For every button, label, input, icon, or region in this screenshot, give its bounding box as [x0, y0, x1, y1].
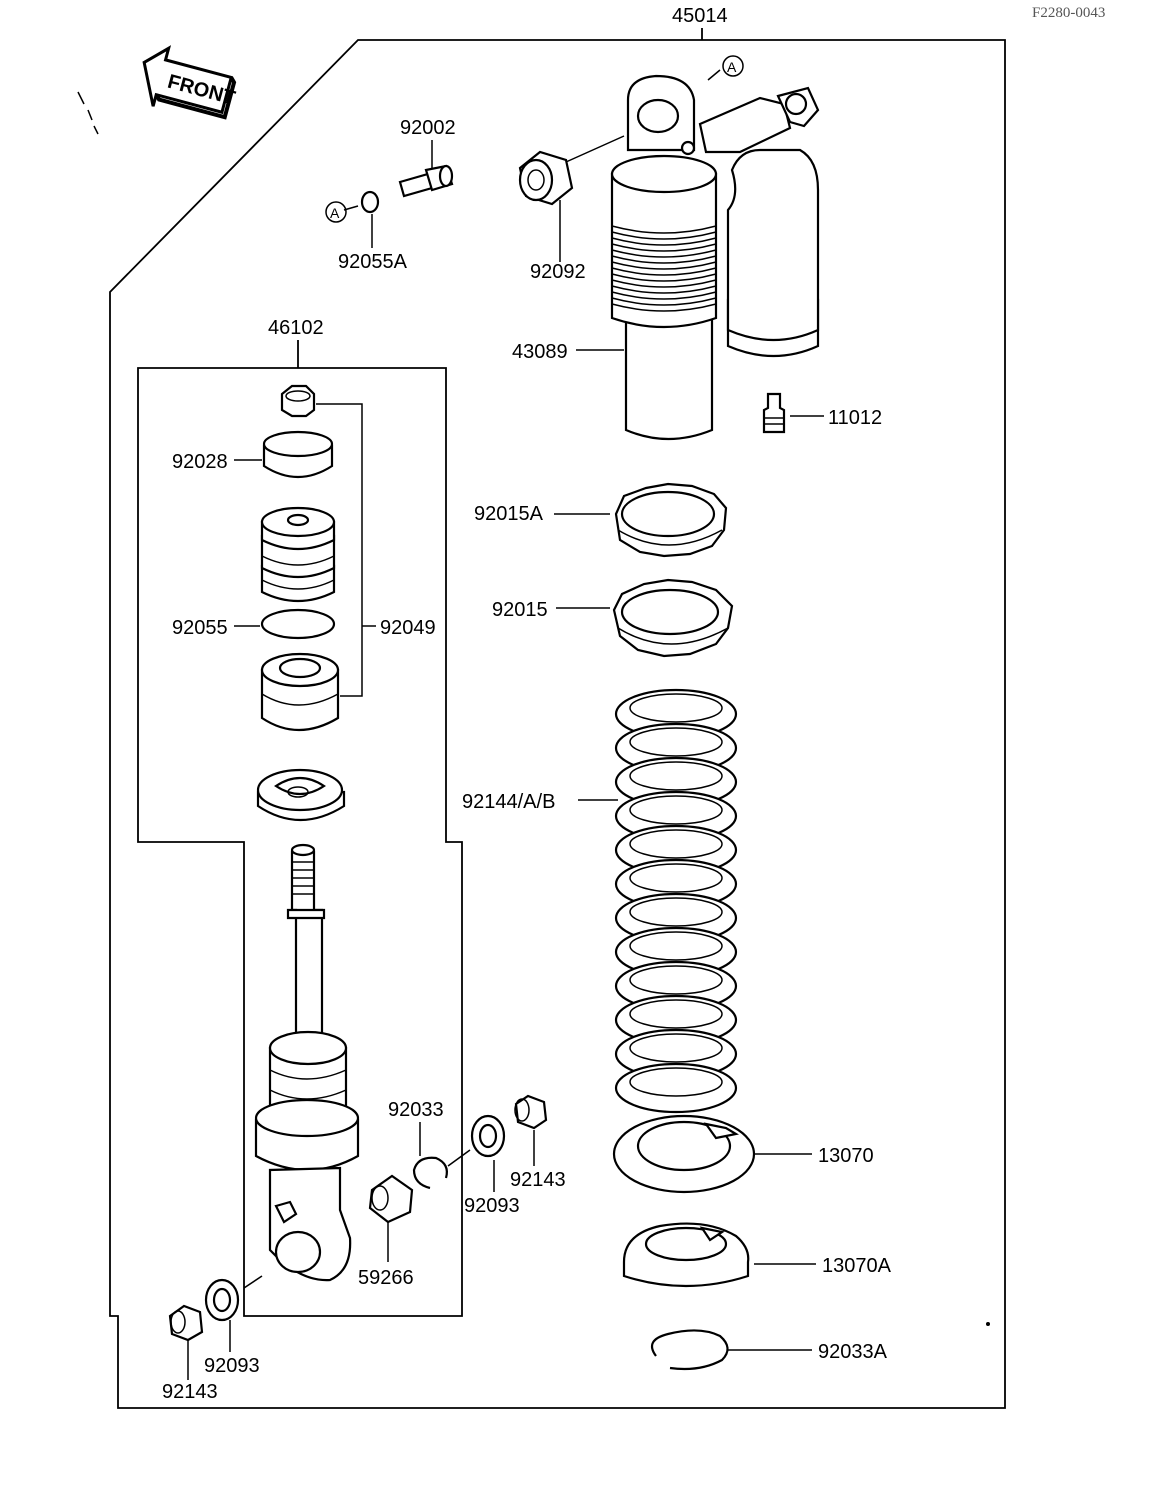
label-11012: 11012: [828, 407, 882, 429]
label-92033: 92033: [388, 1099, 444, 1121]
damper-body: [254, 1030, 360, 1282]
label-92028: 92028: [172, 451, 228, 473]
scan-marks: [77, 91, 99, 135]
label-92033A: 92033A: [818, 1341, 888, 1363]
callout-a-left: A: [330, 205, 340, 221]
valve-11012: [762, 392, 786, 434]
assembly-45014-border: [109, 39, 1006, 1409]
label-92093-right: 92093: [464, 1195, 520, 1217]
callout-a-circle-top: [722, 55, 744, 77]
oring-92055: [260, 608, 336, 640]
nut-92015A: [614, 482, 728, 558]
callout-a-circle-left: [325, 201, 347, 223]
spring-coil-inner: [629, 693, 723, 723]
nut-92015: [612, 578, 734, 658]
ring-92028: [262, 430, 334, 478]
front-direction-arrow: FRONT: [142, 45, 237, 120]
spring-coil-inner: [629, 727, 723, 757]
reference-code: F2280-0043: [1032, 5, 1105, 21]
circlip-92033A: [650, 1329, 729, 1371]
label-13070: 13070: [818, 1145, 874, 1167]
bushing-92092: [518, 150, 574, 206]
assembly-46102-border: [137, 367, 463, 1317]
spring-coil-inner: [629, 795, 723, 825]
label-92002: 92002: [400, 117, 456, 139]
spring-coil-inner: [629, 999, 723, 1029]
spring-coil-inner: [629, 1033, 723, 1063]
label-92092: 92092: [530, 261, 586, 283]
seal-92093-right: [470, 1114, 506, 1158]
scan-dot: [986, 1322, 990, 1326]
label-92015: 92015: [492, 599, 548, 621]
callout-a-top: A: [727, 59, 737, 75]
bracket-92049: [316, 403, 376, 697]
collar-92143-right: [514, 1094, 548, 1130]
damper-rod: [286, 843, 326, 1042]
spring-seat-13070: [612, 1114, 756, 1194]
label-13070A: 13070A: [822, 1255, 892, 1277]
label-92143-right: 92143: [510, 1169, 566, 1191]
bushing-59266: [368, 1174, 414, 1224]
collar-92143-left: [168, 1304, 204, 1342]
label-92143-left: 92143: [162, 1381, 218, 1403]
label-92144-A-B: 92144/A/B: [462, 791, 555, 813]
bolt-92002: [398, 164, 454, 198]
label-59266: 59266: [358, 1267, 414, 1289]
spring-coil-inner: [629, 863, 723, 893]
spring-coil-inner: [629, 965, 723, 995]
spring-coil: [614, 1062, 738, 1114]
label-43089: 43089: [512, 341, 568, 363]
label-45014: 45014: [672, 5, 728, 27]
label-92055: 92055: [172, 617, 228, 639]
shock-reservoir: [698, 86, 820, 358]
piston-92049: [260, 506, 336, 602]
label-92049: 92049: [380, 617, 436, 639]
nut-top-92049: [280, 384, 316, 418]
valve-body-92049: [260, 652, 340, 732]
washer-92055A: [360, 190, 380, 214]
label-46102: 46102: [268, 317, 324, 339]
spring-coil-inner: [629, 761, 723, 791]
cup-seat: [256, 768, 346, 822]
spring-coil-inner: [629, 1067, 723, 1097]
circlip-92033: [412, 1156, 448, 1190]
spring-92144: [614, 688, 738, 1114]
label-92093-left: 92093: [204, 1355, 260, 1377]
spring-seat-13070A: [622, 1222, 750, 1288]
label-92055A: 92055A: [338, 251, 408, 273]
seal-92093-left: [204, 1278, 240, 1322]
spring-coil-inner: [629, 931, 723, 961]
shock-body: [610, 74, 718, 441]
spring-coil-inner: [629, 829, 723, 859]
label-92015A: 92015A: [474, 503, 544, 525]
spring-coil-inner: [629, 897, 723, 927]
